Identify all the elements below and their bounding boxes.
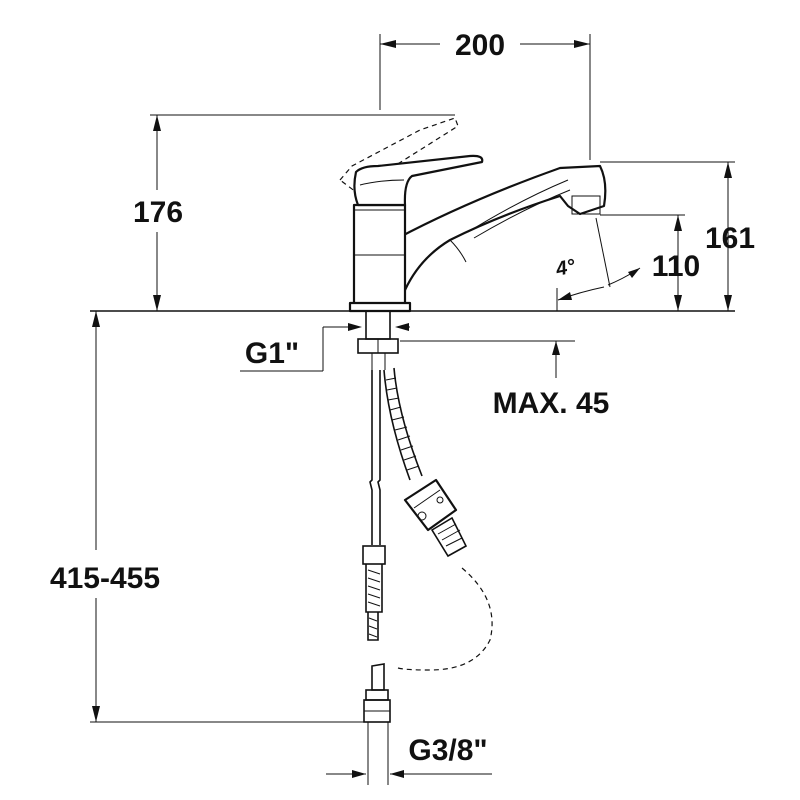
flexible-hose xyxy=(383,367,468,558)
max-45-label: MAX. 45 xyxy=(493,387,610,420)
mounting-shank xyxy=(357,310,399,370)
thread-g38-label: G3/8" xyxy=(408,734,487,767)
base-plate xyxy=(348,301,412,313)
hose-path xyxy=(397,567,493,671)
angle-label: 4° xyxy=(553,255,578,281)
supply-pipe xyxy=(362,370,386,641)
dimension-outlet-height: 110 xyxy=(600,214,700,311)
faucet-cylinder xyxy=(352,203,407,309)
dimension-max-thickness: MAX. 45 xyxy=(400,340,610,420)
faucet-body xyxy=(339,117,607,313)
dim-415-455-label: 415-455 xyxy=(50,562,160,595)
dim-200-label: 200 xyxy=(455,29,505,62)
dimension-angle: 4° xyxy=(553,217,641,311)
lever-handle xyxy=(353,154,484,207)
thread-g1-label: G1" xyxy=(245,337,299,370)
dim-110-label: 110 xyxy=(652,250,700,283)
dim-161-label: 161 xyxy=(705,222,755,255)
hose-weight xyxy=(403,478,458,532)
bottom-connector xyxy=(363,663,391,723)
dimension-below-deck: 415-455 xyxy=(50,311,365,723)
dim-176-label: 176 xyxy=(133,196,183,229)
dimension-width: 200 xyxy=(379,29,591,160)
dimension-thread-bottom: G3/8" xyxy=(326,722,492,785)
dimension-thread-top: G1" xyxy=(240,323,410,372)
dimension-lever-height: 176 xyxy=(133,114,455,311)
dimension-spout-height: 161 xyxy=(600,161,755,311)
